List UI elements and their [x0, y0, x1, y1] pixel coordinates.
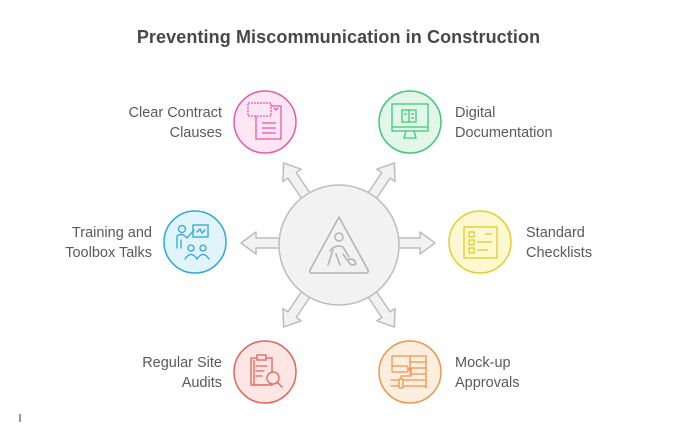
node-training-toolbox-talks [163, 210, 227, 274]
center-hub [278, 184, 400, 306]
checklist-icon [463, 226, 498, 259]
clipboard-magnifier-icon [250, 354, 283, 388]
presenter-audience-icon [176, 224, 210, 260]
paint-roller-wall-icon [390, 355, 427, 389]
node-mock-up-approvals [378, 340, 442, 404]
node-clear-contract-clauses [233, 90, 297, 154]
node-standard-checklists [448, 210, 512, 274]
text-cursor-mark [19, 414, 21, 422]
computer-monitor-book-icon [391, 103, 429, 139]
label-training-toolbox-talks: Training and Toolbox Talks [65, 225, 152, 261]
contract-document-icon [247, 102, 282, 140]
node-digital-documentation [378, 90, 442, 154]
label-standard-checklists: Standard Checklists [526, 225, 593, 261]
label-digital-documentation: Digital Documentation [455, 105, 553, 141]
diagram-title: Preventing Miscommunication in Construct… [136, 27, 541, 47]
construction-worker-warning-icon [308, 216, 370, 274]
label-regular-site-audits: Regular Site Audits [142, 355, 222, 391]
node-regular-site-audits [233, 340, 297, 404]
label-mock-up-approvals: Mock-up Approvals [455, 355, 520, 391]
label-clear-contract-clauses: Clear Contract Clauses [128, 105, 222, 141]
